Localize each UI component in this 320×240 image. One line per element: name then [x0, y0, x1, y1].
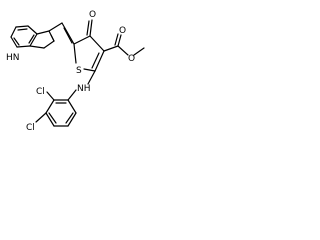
bond: [45, 112, 55, 127]
chlorine-top-label: Cl: [36, 87, 45, 97]
bond: [67, 89, 77, 101]
bond: [48, 112, 57, 124]
bond: [86, 20, 90, 36]
bond: [103, 45, 119, 52]
bond: [45, 99, 55, 114]
bond: [65, 112, 74, 124]
bond: [133, 47, 145, 56]
dichlorophenyl-ring: [35, 91, 77, 127]
bond: [114, 33, 119, 46]
methylidene-linker: [48, 22, 75, 45]
bond: [94, 50, 105, 72]
chlorine-bottom-label: Cl: [26, 123, 35, 133]
bond: [43, 40, 55, 49]
bond: [83, 68, 96, 72]
bond: [61, 22, 75, 45]
bond: [46, 91, 55, 101]
bond: [29, 33, 38, 47]
bond: [16, 45, 31, 48]
bond: [48, 22, 63, 32]
ring-sulfur-label: S: [76, 66, 82, 76]
methyl-ester: [103, 33, 145, 56]
bond: [10, 36, 18, 48]
amine-nh-label: NH: [77, 84, 91, 94]
bond: [117, 45, 129, 56]
chemical-structure-diagram: HN O O O S NH Cl Cl: [6, 10, 145, 133]
indole-nh-label: HN: [6, 53, 20, 63]
bond: [17, 28, 28, 31]
ester-carbonyl-oxygen-label: O: [119, 26, 126, 36]
bond: [10, 26, 17, 38]
amino-link: [67, 70, 96, 101]
bond: [36, 30, 50, 35]
bond: [29, 45, 45, 49]
bond: [35, 112, 47, 123]
bond: [73, 35, 91, 45]
bond: [67, 99, 77, 114]
bond: [89, 19, 93, 37]
bond: [50, 34, 55, 42]
bond: [91, 52, 100, 69]
bond: [73, 43, 77, 64]
ketone-oxygen-label: O: [89, 10, 96, 20]
bond: [27, 25, 38, 35]
bond: [28, 34, 35, 44]
thiophenone-ring: [73, 19, 105, 72]
bond: [13, 37, 20, 46]
bond: [67, 112, 77, 127]
bond: [87, 70, 96, 85]
bond: [117, 34, 122, 47]
ester-ether-oxygen-label: O: [128, 54, 135, 64]
bond: [89, 35, 105, 52]
bond: [63, 27, 73, 44]
indole-ring: [10, 25, 55, 49]
bond: [15, 25, 29, 28]
